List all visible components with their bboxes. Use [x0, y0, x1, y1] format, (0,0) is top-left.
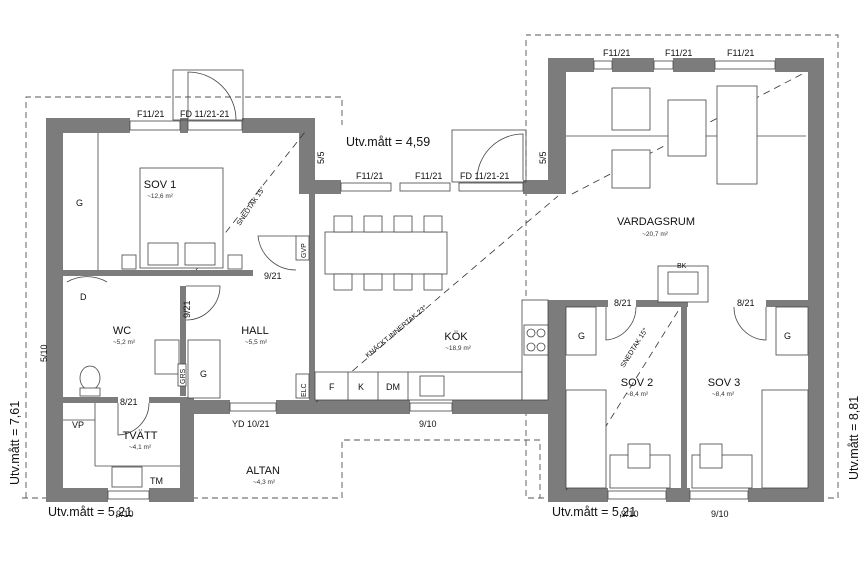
- room-area-tvatt: ~4,1 m²: [129, 444, 152, 451]
- door-label-sov3: 8/21: [737, 298, 755, 308]
- room-name-sov1: SOV 1: [144, 179, 176, 191]
- fixture-dm-kok: DM: [386, 382, 400, 392]
- room-name-hall: HALL: [241, 325, 269, 337]
- door-label-sov3-ext: 9/10: [711, 509, 729, 519]
- room-area-wc: ~5,2 m²: [113, 339, 136, 346]
- window-label-kok-1: F11/21: [356, 171, 383, 181]
- fixture-vp: VP: [72, 420, 84, 430]
- room-name-altan: ALTAN: [246, 465, 280, 477]
- fixture-grs: GRS: [180, 369, 187, 385]
- door-label-wc: 9/21: [182, 300, 192, 318]
- room-name-tvatt: TVÄTT: [123, 430, 158, 442]
- window-label-living-3: F11/21: [727, 48, 754, 58]
- left-wing-walls: [46, 118, 315, 502]
- window-label-kok-2: F11/21: [415, 171, 442, 181]
- dimension-top-center: Utv.mått = 4,59: [346, 135, 430, 149]
- fixture-d-wc: D: [80, 292, 87, 302]
- door-label-kok-ext: 9/10: [419, 419, 437, 429]
- room-area-sov1: ~12,6 m²: [147, 193, 174, 200]
- sov1-furniture: [97, 133, 243, 270]
- dimension-right-height: Utv.mått = 8,81: [847, 396, 861, 480]
- annotation-snedtak-sov1: SNEDTAK 15°: [235, 185, 267, 227]
- fixture-tm: TM: [150, 476, 163, 486]
- fixture-k-kok: K: [358, 382, 364, 392]
- opening-labels: F11/21 FD 11/21-21 F11/21 F11/21 FD 11/2…: [39, 48, 755, 519]
- fixture-g-sov2: G: [578, 331, 585, 341]
- room-name-sov2: SOV 2: [621, 377, 653, 389]
- window-label-living-1: F11/21: [603, 48, 630, 58]
- window-label-gable-left: 5/5: [316, 151, 326, 164]
- room-name-vardagsrum: VARDAGSRUM: [617, 216, 695, 228]
- fixture-g-hall: G: [200, 369, 207, 379]
- window-label-sov1: F11/21: [137, 109, 164, 119]
- annotation-knackt-innertak: KNÄCKT INNERTAK 23°: [364, 303, 429, 359]
- door-label-sov2: 8/21: [614, 298, 632, 308]
- fixture-elc: ELC: [301, 383, 308, 397]
- room-name-wc: WC: [113, 325, 131, 337]
- fixture-g-sov3: G: [784, 331, 791, 341]
- door-swings: [66, 69, 767, 436]
- bedroom-furniture: [565, 306, 809, 489]
- door-label-tvatt: 8/21: [120, 397, 138, 407]
- kitchen-furniture: [314, 215, 549, 401]
- fixture-gvp: GVP: [301, 243, 308, 258]
- dimension-labels: Utv.mått = 4,59 Utv.mått = 7,61 Utv.mått…: [8, 135, 861, 519]
- wc-furniture: [63, 235, 310, 488]
- room-area-sov3: ~8,4 m²: [712, 391, 735, 398]
- room-area-altan: ~4,3 m²: [253, 479, 276, 486]
- door-label-altan: YD 10/21: [232, 419, 270, 429]
- fixture-f-kok: F: [329, 382, 335, 392]
- dimension-left-bottom: Utv.mått = 5,21: [48, 505, 132, 519]
- door-label-sov2-ext: 9/10: [621, 509, 639, 519]
- dimension-right-bottom: Utv.mått = 5,21: [552, 505, 636, 519]
- room-area-vardagsrum: ~20,7 m²: [642, 231, 669, 238]
- ceiling-lines: [195, 71, 807, 491]
- fixture-labels: G D G VP TM G G F K DM GVP GRS ELC BK: [72, 198, 791, 486]
- living-furniture: [566, 85, 806, 303]
- room-name-kok: KÖK: [444, 331, 468, 343]
- window-label-wc: 5/10: [39, 344, 49, 362]
- window-label-living-2: F11/21: [665, 48, 692, 58]
- door-label-kok-patio: FD 11/21-21: [460, 171, 509, 181]
- window-openings: [107, 60, 776, 500]
- room-labels: SOV 1 ~12,6 m² WC ~5,2 m² HALL ~5,5 m² T…: [113, 179, 740, 486]
- door-label-tvatt-ext: 9/10: [116, 509, 134, 519]
- fixture-bk: BK: [677, 263, 687, 270]
- room-area-kok: ~18,9 m²: [445, 345, 472, 352]
- fixture-g-sov1: G: [76, 198, 83, 208]
- door-label-sov1-patio: FD 11/21-21: [180, 109, 229, 119]
- kitchen-walls: [276, 180, 560, 414]
- window-label-gable-right: 5/5: [538, 151, 548, 164]
- dimension-left-height: Utv.mått = 7,61: [8, 401, 22, 485]
- room-area-sov2: ~8,4 m²: [626, 391, 649, 398]
- room-name-sov3: SOV 3: [708, 377, 740, 389]
- room-area-hall: ~5,5 m²: [245, 339, 268, 346]
- door-label-sov1: 9/21: [264, 271, 282, 281]
- right-wing-walls: [548, 58, 824, 502]
